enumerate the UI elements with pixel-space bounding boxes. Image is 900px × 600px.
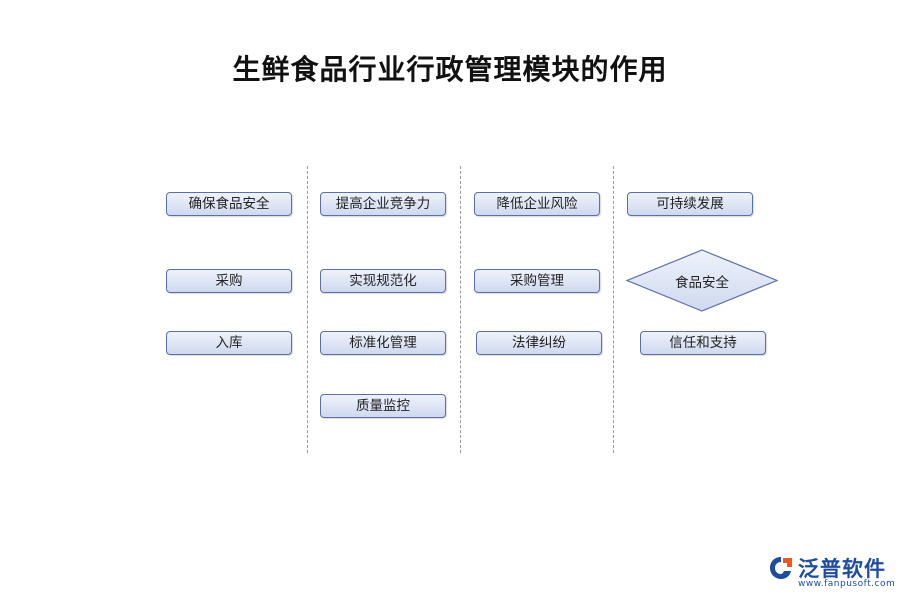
logo-icon (770, 557, 792, 579)
node-box: 可持续发展 (627, 192, 753, 216)
column-divider (613, 166, 614, 453)
node-box: 降低企业风险 (474, 192, 600, 216)
brand-logo: 泛普软件 www.fanpusoft.com (768, 553, 896, 593)
node-box: 实现规范化 (320, 269, 446, 293)
node-box: 质量监控 (320, 394, 446, 418)
node-box: 标准化管理 (320, 331, 446, 355)
decision-diamond: 食品安全 (626, 249, 778, 312)
node-box: 法律纠纷 (476, 331, 602, 355)
diamond-shape (626, 249, 778, 312)
node-box: 采购 (166, 269, 292, 293)
node-box: 信任和支持 (640, 331, 766, 355)
column-divider (460, 166, 461, 453)
column-divider (307, 166, 308, 453)
node-box: 确保食品安全 (166, 192, 292, 216)
node-box: 提高企业竞争力 (320, 192, 446, 216)
diamond-label: 食品安全 (675, 275, 729, 291)
node-box: 采购管理 (474, 269, 600, 293)
logo-name: 泛普软件 (798, 557, 886, 581)
logo-url: www.fanpusoft.com (798, 579, 896, 589)
diagram-title: 生鲜食品行业行政管理模块的作用 (232, 53, 668, 86)
node-box: 入库 (166, 331, 292, 355)
